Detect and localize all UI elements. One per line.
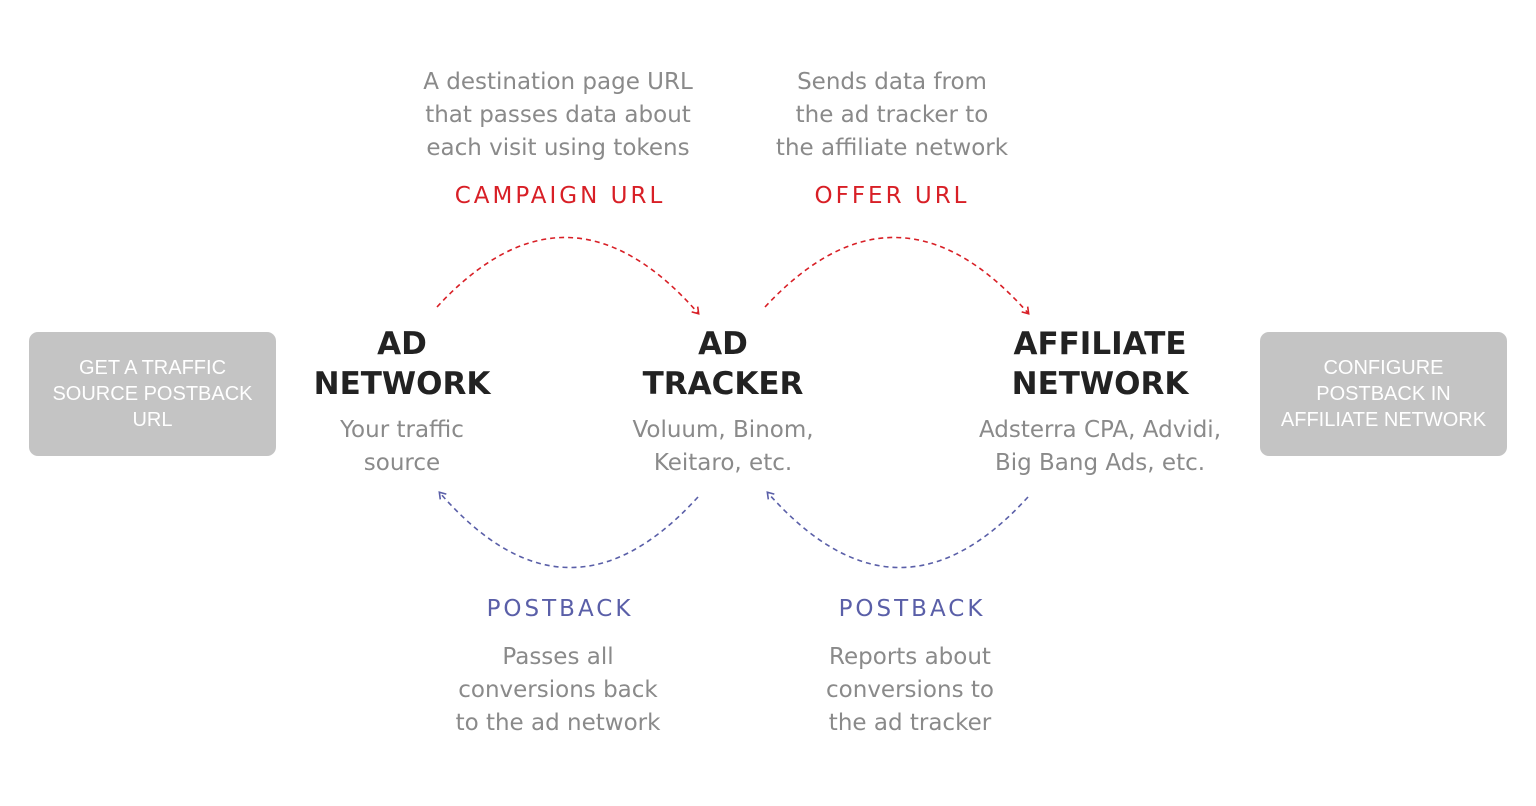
ad-network-node: AD NETWORK Your traffic source [282, 324, 522, 480]
ad-tracker-title: AD TRACKER [642, 326, 804, 402]
ad-tracker-node: AD TRACKER Voluum, Binom, Keitaro, etc. [583, 324, 863, 480]
campaign-url-label: CAMPAIGN URL [454, 183, 666, 209]
postback-right-label: POSTBACK [838, 596, 986, 622]
postback-left-label: POSTBACK [486, 596, 634, 622]
postback-right-arrow [766, 491, 1029, 569]
campaign-url-description: A destination page URL that passes data … [423, 69, 693, 161]
campaign-url-arrow [436, 236, 700, 315]
affiliate-network-title: AFFILIATE NETWORK [1011, 326, 1189, 402]
affiliate-network-subtitle: Adsterra CPA, Advidi, Big Bang Ads, etc. [978, 417, 1222, 476]
offer-url-description: Sends data from the ad tracker to the af… [775, 69, 1009, 161]
ad-tracker-subtitle: Voluum, Binom, Keitaro, etc. [632, 417, 814, 476]
postback-left-arrow [438, 491, 699, 569]
offer-url-arrow [764, 236, 1030, 315]
configure-postback-box: CONFIGURE POSTBACK IN AFFILIATE NETWORK [1260, 332, 1507, 456]
affiliate-network-node: AFFILIATE NETWORK Adsterra CPA, Advidi, … [940, 324, 1260, 480]
postback-left-description: Passes all conversions back to the ad ne… [455, 644, 661, 736]
ad-network-subtitle: Your traffic source [340, 417, 464, 476]
get-traffic-source-postback-box: GET A TRAFFIC SOURCE POSTBACK URL [29, 332, 276, 456]
postback-right-description: Reports about conversions to the ad trac… [826, 644, 994, 736]
ad-network-title: AD NETWORK [313, 326, 491, 402]
offer-url-label: OFFER URL [814, 183, 970, 209]
